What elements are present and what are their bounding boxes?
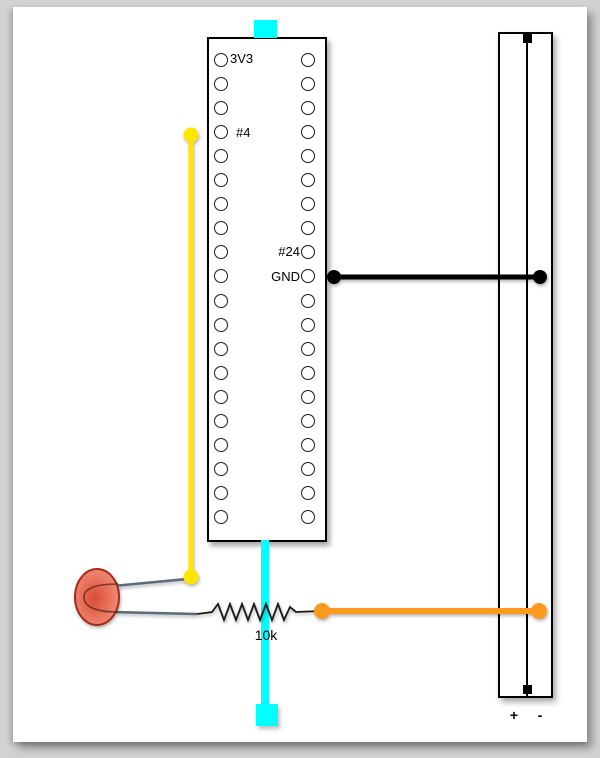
- pin-right-row-6[interactable]: [301, 173, 315, 188]
- resistor-10k[interactable]: [196, 601, 322, 623]
- rail-minus-label: -: [537, 707, 543, 723]
- pin-right-row-5[interactable]: [301, 149, 315, 164]
- ribbon-cable-top-plug[interactable]: [254, 20, 277, 38]
- led-body[interactable]: [74, 568, 120, 626]
- pin-right-row-12[interactable]: [301, 317, 315, 332]
- pin-right-row-1[interactable]: [301, 53, 315, 67]
- pin-right-row-3[interactable]: [301, 101, 315, 116]
- power-rail-bottom-node[interactable]: [522, 685, 532, 694]
- pin-left-row-12[interactable]: [214, 317, 228, 332]
- resistor-zigzag[interactable]: [196, 601, 322, 623]
- wire-yellow[interactable]: [183, 127, 199, 585]
- pin-left-row-2[interactable]: [214, 77, 228, 92]
- wire-orange-right-endpoint[interactable]: [531, 603, 547, 619]
- resistor-value-label: 10k: [254, 627, 278, 643]
- pin-right-row-7[interactable]: [301, 197, 315, 212]
- wire-orange[interactable]: [314, 603, 547, 619]
- pin-right-row-11[interactable]: [301, 293, 315, 308]
- pin-left-row-15[interactable]: [214, 389, 228, 404]
- wire-yellow-top-endpoint[interactable]: [183, 127, 199, 143]
- pin-left-row-20[interactable]: [214, 509, 228, 524]
- pin-right-row-20[interactable]: [301, 509, 315, 524]
- pin-left-row-8[interactable]: [214, 221, 228, 236]
- pin-right-row-15[interactable]: [301, 389, 315, 404]
- pin-left-row-1[interactable]: [214, 53, 228, 67]
- pin-right-row-19[interactable]: [301, 485, 315, 500]
- pin-label-4: #4: [236, 125, 251, 140]
- led-cathode-lead: [112, 610, 198, 616]
- pin-left-row-19[interactable]: [214, 485, 228, 500]
- pin-left-row-11[interactable]: [214, 293, 228, 308]
- led-anode-lead: [112, 577, 188, 588]
- pin-label-24: #24: [278, 244, 300, 259]
- pin-left-row-5[interactable]: [214, 149, 228, 164]
- wire-orange-left-endpoint[interactable]: [314, 603, 330, 619]
- pin-left-row-14[interactable]: [214, 365, 228, 380]
- power-rail-midline: [526, 34, 528, 696]
- pin-right-row-17[interactable]: [301, 437, 315, 452]
- pin-left-row-3[interactable]: [214, 101, 228, 116]
- pin-left-row-7[interactable]: [214, 197, 228, 212]
- rail-plus-label: +: [509, 707, 519, 723]
- pin-right-row-4[interactable]: [301, 125, 315, 140]
- pin-right-row-2[interactable]: [301, 77, 315, 92]
- pin-left-row-13[interactable]: [214, 341, 228, 356]
- pin-left-row-18[interactable]: [214, 461, 228, 476]
- pin-left-row-6[interactable]: [214, 173, 228, 188]
- wire-black-left-endpoint[interactable]: [327, 270, 341, 284]
- pin-left-row-10[interactable]: [214, 269, 228, 284]
- pin-label-3v3: 3V3: [230, 51, 254, 66]
- led-internal-lead-curve: [83, 583, 119, 613]
- pin-right-row-14[interactable]: [301, 365, 315, 380]
- pin-right-row-18[interactable]: [301, 461, 315, 476]
- power-rail[interactable]: [498, 32, 553, 698]
- pin-right-row-13[interactable]: [301, 341, 315, 356]
- ribbon-cable-band[interactable]: [261, 540, 269, 705]
- led-red[interactable]: [74, 568, 198, 626]
- pin-label-gnd: GND: [271, 269, 300, 284]
- gpio-breakout-board[interactable]: [207, 37, 327, 542]
- pin-left-row-4[interactable]: [214, 125, 228, 140]
- pin-right-row-10[interactable]: [301, 269, 315, 284]
- pin-left-row-9[interactable]: [214, 245, 228, 260]
- pin-left-row-17[interactable]: [214, 437, 228, 452]
- wire-black-gnd[interactable]: [327, 270, 547, 284]
- pin-right-row-16[interactable]: [301, 413, 315, 428]
- wire-yellow-bottom-endpoint[interactable]: [183, 569, 199, 585]
- pin-left-row-16[interactable]: [214, 413, 228, 428]
- power-rail-top-node[interactable]: [522, 34, 532, 43]
- wire-black-right-endpoint[interactable]: [533, 270, 547, 284]
- ribbon-cable-bottom-plug[interactable]: [256, 704, 278, 726]
- pin-right-row-8[interactable]: [301, 221, 315, 236]
- pin-right-row-9[interactable]: [301, 245, 315, 260]
